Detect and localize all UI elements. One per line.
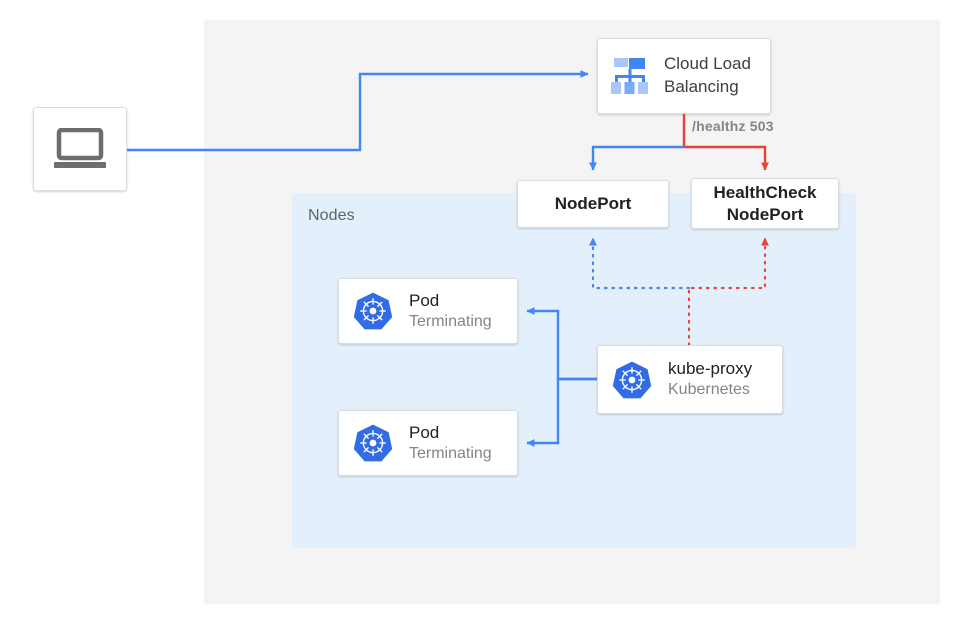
pod-status: Terminating	[409, 444, 492, 462]
healthcheck-nodeport-label: HealthCheck NodePort	[714, 182, 817, 225]
pod-card: Pod Terminating	[338, 410, 518, 476]
pod-card: Pod Terminating	[338, 278, 518, 344]
pod-text: Pod Terminating	[409, 422, 492, 465]
kube-proxy-text: kube-proxy Kubernetes	[668, 358, 752, 401]
cloud-load-balancing-label: Cloud Load Balancing	[664, 53, 751, 99]
kube-proxy-title: kube-proxy	[668, 359, 753, 379]
kubernetes-icon	[612, 361, 652, 398]
kube-proxy-card: kube-proxy Kubernetes	[597, 345, 783, 414]
clb-label-line1: Cloud Load	[664, 54, 751, 74]
client-card	[33, 107, 127, 191]
kube-proxy-subtitle: Kubernetes	[668, 381, 750, 399]
pod-title: Pod	[409, 422, 440, 442]
laptop-icon	[54, 128, 106, 168]
clb-label-line2: Balancing	[664, 77, 739, 96]
cloud-load-balancing-icon	[611, 58, 648, 94]
hc-label-line1: HealthCheck	[713, 183, 817, 203]
healthcheck-nodeport-card: HealthCheck NodePort	[691, 178, 839, 229]
pod-title: Pod	[409, 290, 440, 310]
kubernetes-icon	[353, 424, 393, 462]
healthz-status-label: /healthz 503	[692, 118, 774, 134]
cloud-load-balancing-card: Cloud Load Balancing	[597, 38, 771, 114]
pod-text: Pod Terminating	[409, 290, 492, 333]
nodeport-label: NodePort	[554, 194, 632, 214]
hc-label-line2: NodePort	[726, 204, 804, 224]
nodeport-card: NodePort	[517, 180, 669, 228]
nodes-panel-label: Nodes	[308, 207, 355, 224]
pod-status: Terminating	[409, 312, 492, 330]
kubernetes-icon	[353, 292, 393, 330]
